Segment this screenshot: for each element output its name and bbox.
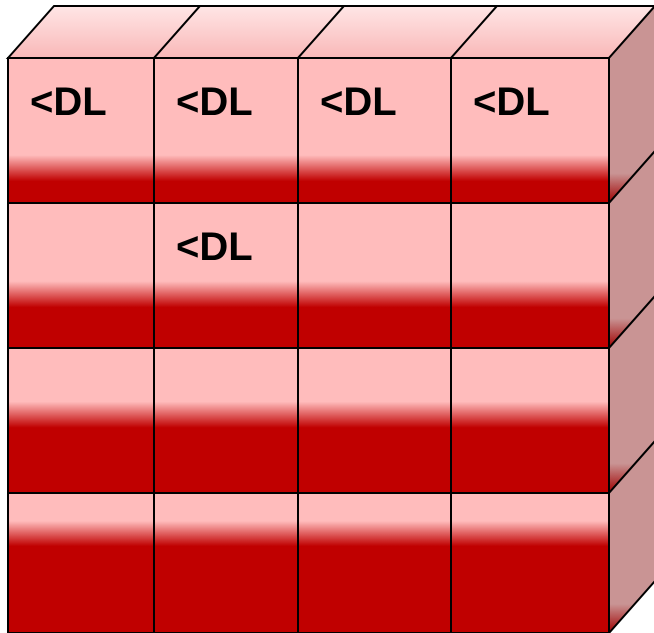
cell-label: <DL [320,80,397,124]
cube-front-face [297,202,452,349]
cube-front-face [297,492,452,633]
cube-front-face [297,347,452,494]
cell-label: <DL [176,80,253,124]
cube-front-face [450,492,610,633]
cube-front-face [7,202,155,349]
cube-front-face [450,347,610,494]
labels: <DL <DL <DL <DL <DL [30,80,550,269]
cube-front-face [153,492,299,633]
cube-front-face [7,492,155,633]
side-faces [608,5,654,633]
top-faces [5,5,654,59]
cell-label: <DL [30,80,107,124]
cell-label: <DL [176,225,253,269]
cube-front-face [297,57,452,204]
cell-label: <DL [473,80,550,124]
cube-front-face [450,202,610,349]
cube-front-face [153,57,299,204]
cube-front-face [7,347,155,494]
cube-front-face [153,347,299,494]
front-faces [7,57,610,633]
cube-front-face [450,57,610,204]
cube-front-face [153,202,299,349]
